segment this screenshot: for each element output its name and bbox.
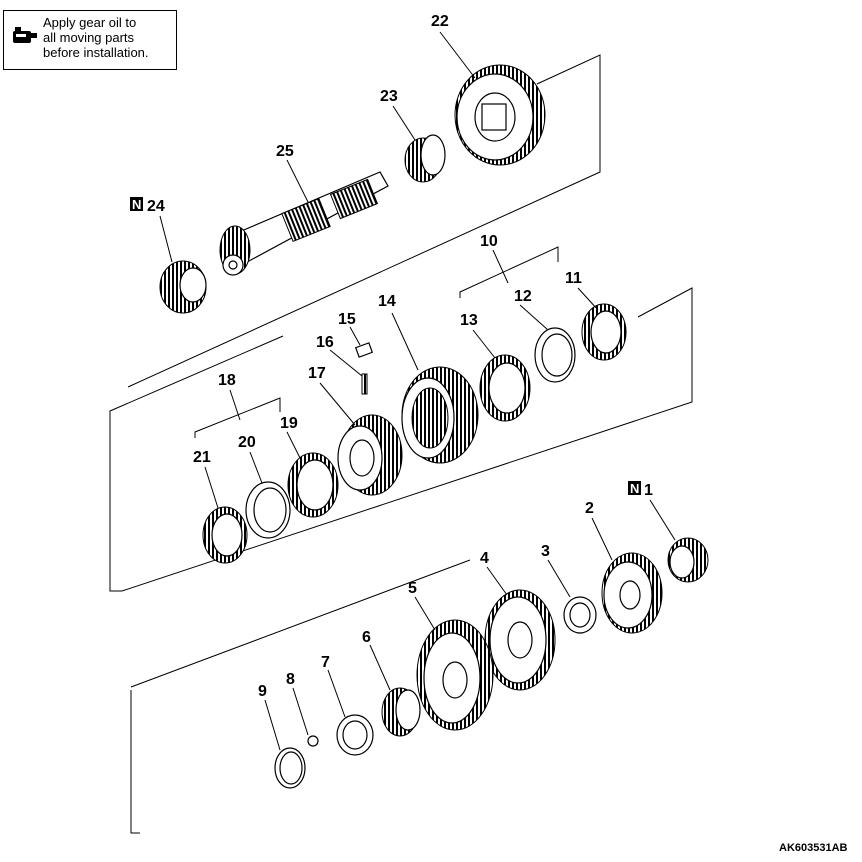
part-12-cone — [534, 327, 576, 383]
label-25: 25 — [276, 143, 294, 160]
label-15: 15 — [338, 311, 356, 328]
part-13-ring — [479, 354, 531, 422]
part-24-tapered-bearing — [159, 260, 207, 314]
part-2-gear — [601, 552, 663, 634]
part-23-needle-bearing — [404, 134, 446, 183]
part-1-bearing — [667, 537, 709, 583]
part-5-gear — [416, 619, 494, 731]
instruction-note: Apply gear oil to all moving parts befor… — [3, 10, 177, 70]
label-20: 20 — [238, 434, 256, 451]
note-text: Apply gear oil to all moving parts befor… — [43, 15, 149, 60]
part-15-key — [354, 342, 374, 358]
part-16-spring — [361, 373, 368, 395]
label-7: 7 — [321, 654, 330, 671]
figure-code: AK603531AB — [779, 842, 848, 854]
group-outline-bottom — [130, 559, 471, 834]
label-18: 18 — [218, 372, 236, 389]
part-11-sync-ring — [581, 303, 627, 361]
leader-lines — [159, 31, 676, 751]
part-4-gear — [484, 589, 556, 691]
label-13: 13 — [460, 312, 478, 329]
part-14-sleeve — [401, 366, 479, 464]
label-23: 23 — [380, 88, 398, 105]
label-12: 12 — [514, 288, 532, 305]
part-6-needle-bearing — [381, 687, 421, 737]
label-21: 21 — [193, 449, 211, 466]
n-marker-1-text: N — [630, 481, 639, 496]
label-14: 14 — [378, 293, 396, 310]
part-25-shaft — [219, 171, 389, 276]
label-22: 22 — [431, 13, 449, 30]
label-1: 1 — [644, 482, 653, 499]
group-outline-middle — [109, 287, 693, 592]
part-3-collar — [563, 596, 597, 634]
part-7-collar — [336, 714, 374, 756]
label-8: 8 — [286, 671, 295, 688]
label-5: 5 — [408, 580, 417, 597]
oil-can-icon — [13, 27, 37, 43]
part-22-gear — [454, 64, 546, 166]
label-10: 10 — [480, 233, 498, 250]
label-9: 9 — [258, 683, 267, 700]
label-16: 16 — [316, 334, 334, 351]
label-19: 19 — [280, 415, 298, 432]
part-17-hub — [337, 414, 403, 496]
label-3: 3 — [541, 543, 550, 560]
label-2: 2 — [585, 500, 594, 517]
label-24: 24 — [147, 198, 165, 215]
part-21-sync-ring — [202, 506, 248, 564]
n-marker-1: N — [628, 481, 641, 496]
label-17: 17 — [308, 365, 326, 382]
n-marker-24: N — [130, 197, 143, 212]
label-11: 11 — [565, 270, 582, 287]
part-9-snap-ring — [274, 747, 306, 789]
part-19-ring — [287, 452, 339, 518]
part-20-cone — [245, 481, 291, 539]
part-8-ball — [307, 735, 319, 747]
label-4: 4 — [480, 550, 489, 567]
group-outline-top — [127, 54, 601, 388]
label-6: 6 — [362, 629, 371, 646]
n-marker-24-text: N — [132, 197, 141, 212]
